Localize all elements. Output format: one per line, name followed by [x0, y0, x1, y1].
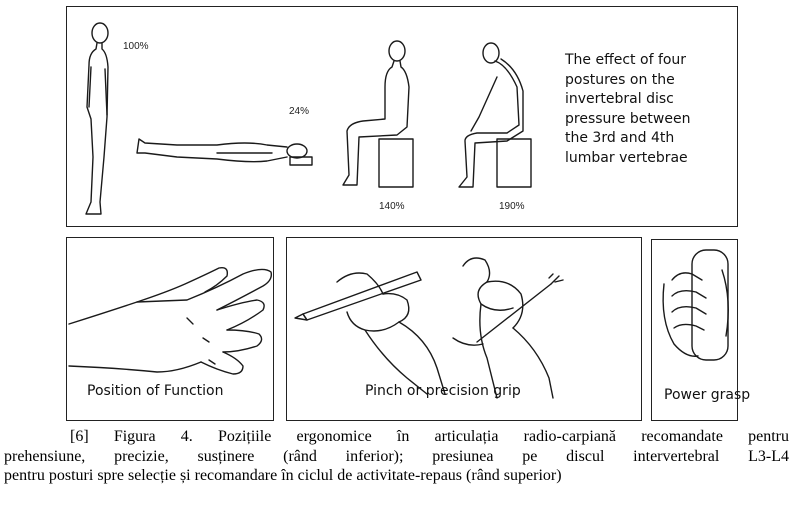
- caption-line: [6] Figura 4. Pozițiile ergonomice în ar…: [70, 428, 789, 445]
- pinch-label: Pinch or precision grip: [365, 383, 521, 399]
- note-line: lumbar vertebrae: [565, 149, 688, 166]
- sitting-forward-pressure: 190%: [499, 201, 525, 212]
- pinch-grip-illustration: [294, 257, 564, 399]
- ergonomics-figure: 100% 24% 140% 190% The effect of four po…: [66, 6, 750, 422]
- pinch-grip-panel: Pinch or precision grip: [286, 237, 642, 421]
- sitting-upright-figure: [342, 40, 414, 188]
- caption-line: pentru posturi spre selecție și recomand…: [4, 467, 562, 484]
- power-grasp-illustration: [662, 249, 729, 361]
- power-grasp-panel: Power grasp: [651, 239, 750, 421]
- lying-pressure: 24%: [289, 106, 310, 117]
- power-label: Power grasp: [664, 387, 751, 403]
- figure-caption: [6] Figura 4. Pozițiile ergonomice în ar…: [4, 427, 789, 486]
- note-line: invertebral disc: [565, 91, 674, 107]
- position-of-function-panel: Position of Function: [66, 237, 274, 421]
- sitting-forward-figure: [458, 42, 532, 188]
- note-line: The effect of four: [565, 52, 687, 68]
- posture-note: The effect of four postures on the inver…: [565, 51, 735, 168]
- function-label: Position of Function: [87, 383, 224, 399]
- standing-pressure: 100%: [123, 41, 149, 52]
- note-line: the 3rd and 4th: [565, 130, 675, 146]
- note-line: postures on the: [565, 71, 675, 88]
- posture-illustrations: [85, 22, 532, 215]
- standing-figure: [85, 22, 109, 215]
- sitting-upright-pressure: 140%: [379, 201, 405, 212]
- caption-line: prehensiune, precizie, susținere (rând i…: [4, 447, 789, 465]
- lying-figure: [136, 138, 313, 166]
- note-line: pressure between: [565, 110, 691, 127]
- relaxed-hand-illustration: [68, 266, 273, 375]
- disc-pressure-panel: 100% 24% 140% 190% The effect of four po…: [66, 6, 738, 227]
